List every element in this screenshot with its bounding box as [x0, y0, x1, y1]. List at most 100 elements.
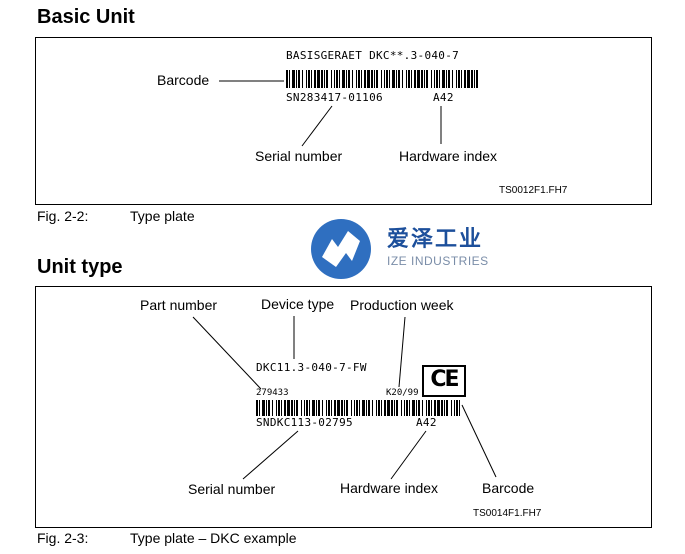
ce-mark: CE [422, 365, 466, 397]
barcode-bar [426, 70, 428, 88]
barcode-bar [372, 400, 373, 416]
basic-hardware-value: A42 [433, 91, 454, 104]
barcode-bar [302, 70, 303, 88]
barcode-bar [344, 400, 345, 416]
basic-unit-type-plate-figure: BASISGERAET DKC**.3-040-7 SN283417-01106… [35, 37, 652, 205]
device-type-label: Device type [261, 296, 335, 312]
watermark-english: IZE INDUSTRIES [387, 254, 489, 268]
barcode-bar [467, 70, 470, 88]
dkc-figure-file-code: TS0014F1.FH7 [473, 508, 542, 519]
barcode-bar [334, 70, 335, 88]
barcode-bar [426, 400, 427, 416]
barcode-bar [391, 400, 393, 416]
barcode-bar [272, 400, 273, 416]
dkc-type-plate-figure: Part number Device type Production week … [35, 286, 652, 528]
barcode-bar [454, 400, 455, 416]
barcode-bar [367, 70, 370, 88]
dkc-hardware-index-label: Hardware index [340, 480, 439, 496]
barcode-label: Barcode [157, 72, 210, 88]
barcode-bar [322, 400, 323, 416]
barcode-bar [326, 70, 328, 88]
barcode-bar [296, 70, 297, 88]
barcode-bar [441, 400, 443, 416]
barcode-bar [387, 400, 390, 416]
barcode-bar [394, 400, 395, 416]
barcode-bar [406, 70, 407, 88]
barcode-bar [386, 70, 388, 88]
barcode-bar [402, 70, 403, 88]
barcode-bar [318, 400, 320, 416]
barcode-bar [356, 400, 358, 416]
barcode-bar [314, 70, 316, 88]
barcode-bar [422, 400, 423, 416]
barcode-bar [406, 400, 408, 416]
barcode-bar [284, 400, 286, 416]
barcode-bar [378, 400, 380, 416]
barcode-bar [404, 400, 405, 416]
barcode-bar [346, 400, 348, 416]
barcode-bar [451, 400, 452, 416]
barcode-bar [434, 70, 435, 88]
barcode-bar [389, 70, 390, 88]
barcode-bar [444, 400, 445, 416]
basic-unit-heading: Basic Unit [37, 6, 135, 28]
barcode-bar [452, 70, 453, 88]
barcode-bar [289, 70, 290, 88]
barcode-bar [409, 400, 410, 416]
barcode-bar [342, 70, 345, 88]
barcode-bar [442, 70, 445, 88]
barcode-bar [418, 400, 420, 416]
barcode-bar [384, 400, 386, 416]
basic-unit-leader-lines [219, 80, 442, 147]
barcode-bar [398, 70, 400, 88]
barcode-bar [396, 70, 397, 88]
barcode-bar [417, 70, 420, 88]
dkc-serial-value: SNDKC113-02795 [256, 416, 353, 429]
barcode-bar [446, 400, 448, 416]
barcode-bar [336, 70, 338, 88]
barcode-bar [351, 400, 352, 416]
barcode-bar [339, 70, 340, 88]
figure-file-code: TS0012F1.FH7 [499, 185, 568, 196]
dkc-barcode-label: Barcode [482, 480, 535, 496]
barcode-bar [421, 70, 423, 88]
barcode-bar [354, 400, 355, 416]
barcode-bar [294, 400, 295, 416]
barcode-bar [321, 70, 323, 88]
ize-industries-logo [308, 217, 374, 281]
barcode-bar [306, 70, 307, 88]
part-number-value: 279433 [256, 388, 289, 398]
barcode-bar [381, 70, 382, 88]
barcode-bar [366, 400, 367, 416]
barcode-bar [431, 70, 432, 88]
figure-2-3-caption: Type plate – DKC example [130, 530, 297, 546]
barcode-bar [428, 400, 430, 416]
barcode-bar [276, 400, 277, 416]
barcode-bar [371, 70, 373, 88]
barcode-bar [309, 400, 310, 416]
basic-serial-value: SN283417-01106 [286, 91, 383, 104]
barcode-bar [464, 70, 466, 88]
barcode-bar [416, 400, 417, 416]
barcode-bar [448, 70, 450, 88]
barcode-bar [414, 70, 416, 88]
unit-type-heading: Unit type [37, 256, 123, 278]
barcode-bar [461, 70, 462, 88]
barcode-bar [476, 70, 478, 88]
barcode-bar [268, 400, 270, 416]
watermark-chinese: 爱泽工业 [387, 227, 484, 252]
barcode-bar [337, 400, 340, 416]
dkc-hardware-value: A42 [416, 416, 437, 429]
figure-2-2-number: Fig. 2-2: [37, 208, 89, 224]
barcode-bar [278, 400, 280, 416]
barcode-bar [381, 400, 382, 416]
ize-logo-icon [311, 219, 371, 279]
barcode-bar [361, 70, 362, 88]
barcode-bar [368, 400, 370, 416]
barcode-bar [287, 400, 290, 416]
barcode-bar [458, 70, 460, 88]
barcode-bar [374, 70, 375, 88]
barcode-bar [292, 70, 295, 88]
barcode-bar [412, 400, 415, 416]
barcode-bar [328, 400, 330, 416]
